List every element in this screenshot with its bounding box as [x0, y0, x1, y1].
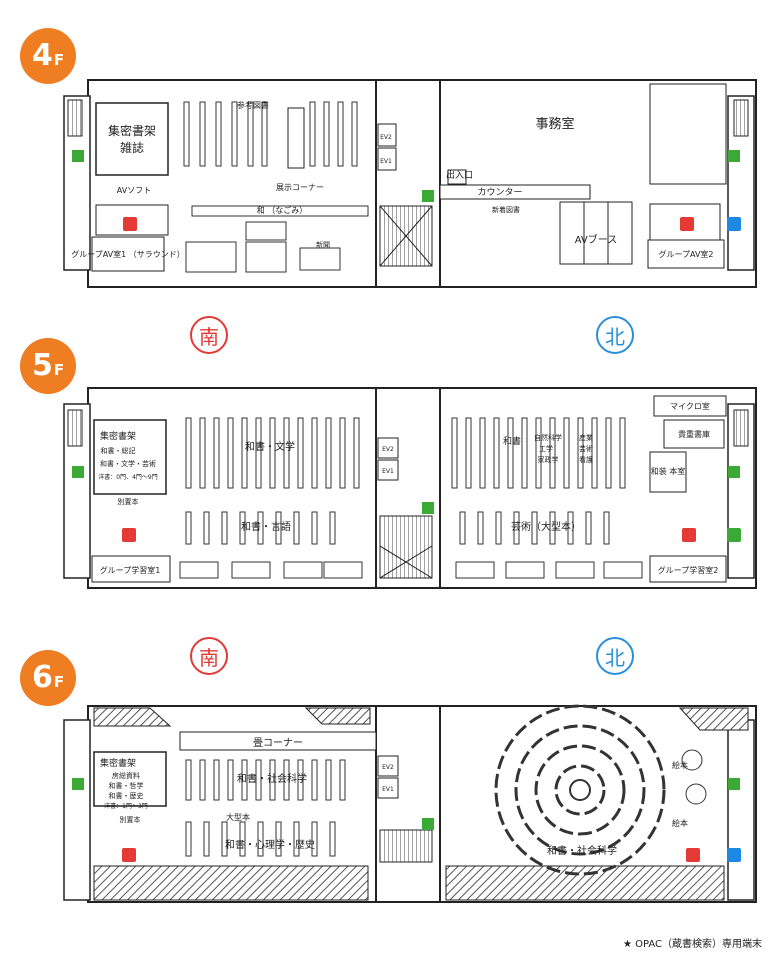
- picture-books1-label: 絵本: [672, 760, 688, 770]
- compact-6f-line3: 和書・歴史: [109, 791, 144, 800]
- social-science-label: 和書・社会科学: [237, 772, 307, 785]
- av-booth-label: AVブース: [575, 233, 618, 246]
- new-books-label: 新着図書: [492, 205, 520, 214]
- wasou-room: [649, 451, 687, 493]
- compact-stack-6f: [93, 751, 167, 807]
- newspaper-label: 新聞: [316, 240, 330, 249]
- group-study-1: [91, 555, 171, 583]
- magazines-label: 雑誌: [120, 140, 144, 155]
- compact-5f-line2: 和書・文学・芸術: [100, 459, 156, 468]
- ev2-4f: EV2: [380, 134, 392, 141]
- av-soft-label: AVソフト: [117, 186, 151, 195]
- rare-books-room: [663, 419, 725, 449]
- japanese-5f-label: 和書: [503, 435, 521, 447]
- counter-label: カウンター: [477, 187, 522, 198]
- separate-books-6f: 別置本: [120, 815, 141, 824]
- industry-label: 産業: [579, 433, 593, 442]
- floor-4f-plan: 集密書架 雑誌 AVソフト 参考図書 展示コーナー グループAV室1 （サラウン…: [63, 79, 757, 288]
- compact-stack-6f-label: 集密書架: [100, 757, 136, 769]
- group-av1-label: グループAV室1 （サラウンド）: [71, 249, 185, 259]
- arts-large-label: 芸術（大型本）: [511, 520, 581, 533]
- engineering-label: 工学: [539, 444, 553, 453]
- display-label: 展示コーナー: [276, 183, 324, 192]
- compact-6f-line1: 房総資料: [112, 771, 140, 780]
- separate-books-5f: 別置本: [118, 497, 139, 506]
- north-marker-5f: 北: [596, 316, 634, 354]
- floor-6f-plan: 畳コーナー 集密書架 房総資料 和書・哲学 和書・歴史 洋書：1門〜3門 別置本…: [63, 704, 757, 903]
- south-marker-5f: 南: [190, 316, 228, 354]
- natural-science-label: 自然科学: [534, 433, 562, 442]
- ev1-4f: EV1: [380, 158, 392, 165]
- ev1-5f: EV1: [382, 468, 394, 475]
- compact-6f-line2: 和書・哲学: [109, 781, 144, 790]
- group-av2-label: グループAV室2: [658, 249, 713, 259]
- nursing-label: 看護: [579, 455, 593, 464]
- compact-stack-4f: [95, 102, 169, 176]
- japanese-language-label: 和書・言語: [241, 520, 291, 533]
- large-books-label: 大型本: [226, 812, 250, 822]
- tatami-corner: [179, 731, 377, 751]
- social-science-north-label: 和書・社会科学: [547, 844, 617, 857]
- ev2-5f: EV2: [382, 446, 394, 453]
- picture-books2-label: 絵本: [672, 818, 688, 828]
- japanese-literature-label: 和書・文学: [245, 440, 295, 453]
- group-study1-label: グループ学習室1: [100, 565, 161, 575]
- south-marker-6f: 南: [190, 637, 228, 675]
- compact-5f-line1: 和書・総記: [101, 446, 136, 455]
- wasou-label: 和装 本室: [651, 466, 686, 476]
- group-av-room-2: [647, 239, 725, 269]
- compact-6f-line4: 洋書：1門〜3門: [104, 802, 148, 810]
- north-marker-6f: 北: [596, 637, 634, 675]
- micro-room: [653, 395, 727, 417]
- group-study2-label: グループ学習室2: [658, 565, 719, 575]
- group-av-room-1: [91, 236, 165, 272]
- opac-legend: ★ OPAC（蔵書検索）専用端末: [622, 939, 762, 950]
- compact-5f-line3: 洋書：0門、4門〜9門: [98, 473, 157, 481]
- group-study-2: [649, 555, 727, 583]
- office-label: 事務室: [535, 116, 574, 132]
- tatami-label: 畳コーナー: [253, 737, 303, 749]
- compact-stack-5f: [93, 419, 167, 495]
- psych-history-label: 和書・心理学・歴史: [225, 838, 315, 851]
- compact-stack-5f-label: 集密書架: [100, 430, 136, 442]
- micro-room-label: マイクロ室: [670, 401, 710, 411]
- nagomi-label: 和 （なごみ）: [257, 205, 308, 215]
- home-economics-label: 家政学: [538, 455, 559, 464]
- floor-5f-plan: 集密書架 和書・総記 和書・文学・芸術 洋書：0門、4門〜9門 別置本 和書・文…: [63, 387, 757, 589]
- av-booth: [559, 201, 633, 265]
- ev2-6f: EV2: [382, 764, 394, 771]
- rare-books-label: 貴重書庫: [678, 429, 710, 439]
- compact-stack-label: 集密書架: [108, 123, 156, 138]
- arts-label: 芸術: [579, 444, 593, 453]
- entrance-exit-label: 出入口: [446, 169, 473, 181]
- ev1-6f: EV1: [382, 786, 394, 793]
- reference-label: 参考図書: [237, 100, 269, 110]
